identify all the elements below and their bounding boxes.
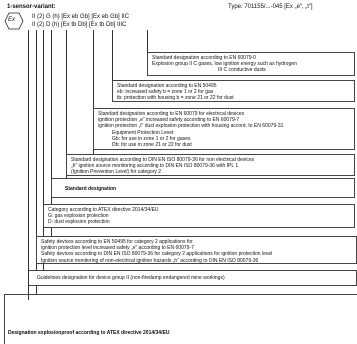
page-title: 1-sensor-variant: (7, 4, 56, 10)
box-line: (Ignition Prevention Level) for category… (71, 169, 162, 176)
box-line: Standard designation according to EN 504… (117, 83, 217, 89)
box-line: Db: for use in zone 21 or 22 for dust (112, 142, 192, 149)
marking-line-gas: II (2) G (h) [Ex eb Gb] [Ex eb Gb] IIC (32, 14, 130, 20)
box-line: eb: increased safety b = zone 1 or 2 for… (117, 89, 214, 96)
box-line: Equipment Protection Level: (112, 129, 175, 136)
en50495-box: Standard designation according to EN 504… (112, 80, 355, 102)
guidelines-box: Guidelines designation for device group … (28, 270, 357, 286)
box-line: Explosion group II C gases, low ignition… (152, 61, 297, 68)
connector-line (28, 30, 29, 300)
connector-line (66, 30, 67, 190)
box-line: G: gas explosion protection (48, 213, 109, 220)
box-line: Gb: for use in zone 1 or 2 for gases (112, 135, 191, 142)
atex-category-box: Category according to ATEX directive 201… (43, 204, 355, 228)
box-line: ignition protection „t“ dust explosion p… (98, 123, 284, 130)
designation-explosionproof-label: Designation explosionproof according to … (8, 330, 170, 336)
box-line: Standard designation according to EN 600… (152, 55, 256, 61)
box-line: Ignition source monitoring of non-electr… (41, 257, 259, 264)
connector-line (112, 30, 113, 100)
ex-hexagon-icon (4, 12, 24, 30)
box-line: Standard designation according to DIN EN… (71, 157, 255, 163)
box-line: „h“ ignition source monitoring according… (71, 163, 239, 170)
marking-line-dust: II (2) D (h) [Ex tb Db] [Ex tb Db] IIIC (32, 22, 127, 28)
connector-line (36, 30, 37, 333)
connector-line (43, 30, 44, 282)
box-line: D: dust explosion protection (48, 219, 110, 226)
en60079-box: Standard designation according to EN 600… (93, 108, 355, 150)
connector-line (147, 30, 148, 58)
type-label: Type: 701155/...-045 [Ex „e“, „t“] (228, 4, 313, 10)
standard-designation-label: Standard designation (65, 186, 117, 192)
box-line: ignition protection „e“ increased safety… (98, 117, 240, 124)
box-line: ignition protection level increased safe… (41, 245, 194, 252)
safety-devices-box: Safety devices according to EN 50495 for… (36, 236, 357, 264)
designation-explosionproof-box: Designation explosionproof according to … (4, 294, 357, 344)
box-line: Standard designation according to EN 600… (98, 111, 245, 117)
standard-designation-box: Standard designation (51, 178, 355, 198)
ex-symbol-text: Ex (8, 17, 16, 23)
box-line: Category according to ATEX directive 201… (48, 207, 159, 213)
box-line: Safety devices according to EN 50495 for… (41, 239, 193, 245)
connector-line (51, 30, 52, 242)
box-line: tb: protection with housing b = zone 21 … (117, 95, 234, 102)
box-line: Safety devices according to DIN EN ISO 8… (41, 251, 273, 258)
connector-line (93, 30, 94, 155)
guidelines-label: Guidelines designation for device group … (37, 275, 225, 281)
box-line: III C conductive dusts (218, 67, 266, 74)
explosion-group-box: Standard designation according to EN 600… (147, 52, 355, 76)
din80079-box: Standard designation according to DIN EN… (66, 154, 355, 176)
